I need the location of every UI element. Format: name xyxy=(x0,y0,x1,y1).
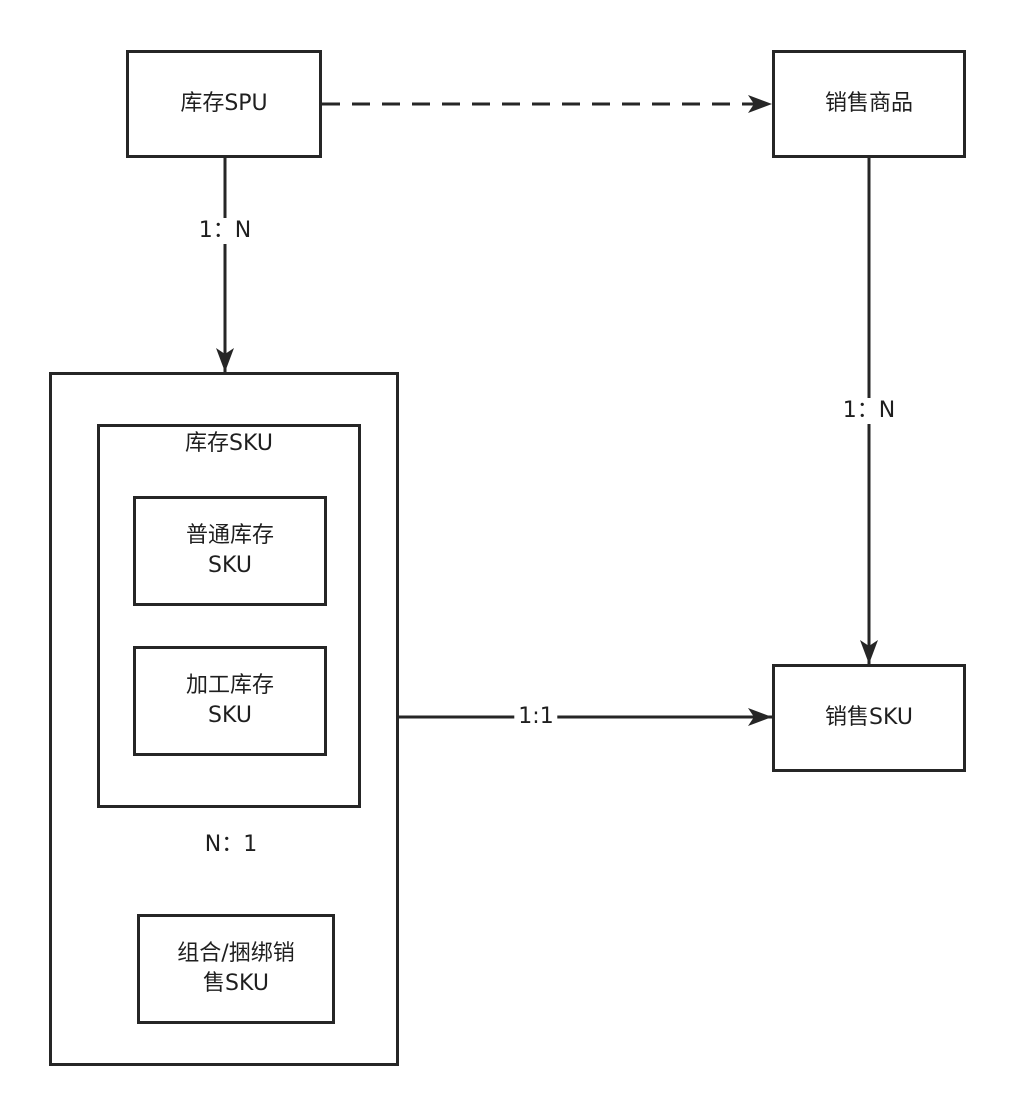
node-stock-spu-label: 库存SPU xyxy=(180,91,268,116)
edge-label-stock-to-bundle: N：1 xyxy=(200,832,262,858)
node-normal-stock-sku: 普通库存 SKU xyxy=(133,496,327,606)
node-processed-stock-sku: 加工库存 SKU xyxy=(133,646,327,756)
stock-sku-title: 库存SKU xyxy=(185,431,273,456)
node-sales-sku-label: 销售SKU xyxy=(825,705,913,730)
node-bundle-sales-sku: 组合/捆绑销 售SKU xyxy=(137,914,335,1024)
node-bundle-sales-sku-line2: 售SKU xyxy=(203,971,269,996)
edge-label-product-to-sales-sku: 1：N xyxy=(838,398,900,424)
node-processed-stock-sku-line1: 加工库存 xyxy=(185,673,274,698)
node-sales-product-label: 销售商品 xyxy=(824,91,913,116)
node-normal-stock-sku-line1: 普通库存 xyxy=(185,523,274,548)
node-normal-stock-sku-line2: SKU xyxy=(208,553,252,578)
node-processed-stock-sku-line2: SKU xyxy=(208,703,252,728)
node-stock-spu: 库存SPU xyxy=(126,50,322,158)
node-bundle-sales-sku-line1: 组合/捆绑销 xyxy=(177,941,295,966)
node-sales-product: 销售商品 xyxy=(772,50,966,158)
edge-label-spu-to-stock: 1：N xyxy=(194,218,256,244)
edge-label-stock-to-sales-sku: 1:1 xyxy=(514,704,558,730)
node-sales-sku: 销售SKU xyxy=(772,664,966,772)
